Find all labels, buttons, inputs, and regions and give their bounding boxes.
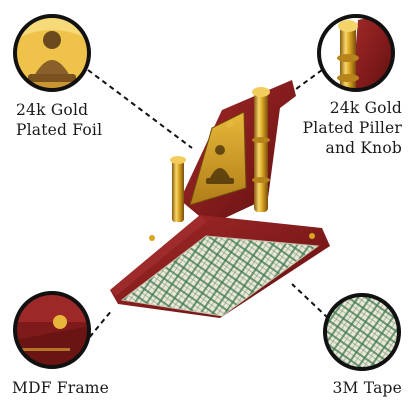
leader-line-piller	[269, 69, 323, 109]
tape-closeup-ring	[323, 293, 401, 371]
label-gold-piller-line1: 24k Gold	[329, 99, 402, 117]
knob-closeup-icon	[338, 20, 358, 32]
piller-closeup	[317, 14, 395, 92]
car-stand-product: ॐ	[110, 80, 330, 318]
right-pillar-knob	[252, 87, 270, 97]
label-gold-foil: 24k Gold Plated Foil	[16, 100, 102, 140]
label-gold-piller-line2: Plated Piller	[302, 119, 402, 137]
right-gold-pillar	[254, 92, 268, 212]
left-pillar-knob	[170, 156, 186, 164]
label-3m-tape-line1: 3M Tape	[332, 379, 402, 397]
figure-head-icon	[43, 31, 61, 49]
leader-line-mdf	[83, 309, 113, 345]
label-gold-foil-line1: 24k Gold	[16, 101, 89, 119]
om-symbol-icon: ॐ	[226, 120, 234, 131]
gold-foil-plate	[189, 111, 247, 206]
label-mdf-frame: MDF Frame	[12, 378, 109, 398]
3m-tape-surface	[120, 235, 320, 317]
foil-closeup-ring	[13, 14, 91, 92]
mdf-closeup	[13, 291, 91, 369]
leader-lines	[83, 69, 329, 345]
left-gold-pillar	[172, 160, 184, 222]
label-gold-piller: 24k Gold Plated Piller and Knob	[303, 98, 402, 158]
label-3m-tape: 3M Tape	[332, 378, 402, 398]
mdf-knob-icon	[53, 315, 67, 329]
mdf-closeup-ring	[13, 291, 91, 369]
leader-line-tape	[291, 283, 329, 319]
piller-closeup-ring	[317, 14, 395, 92]
label-gold-piller-line3: and Knob	[325, 139, 402, 157]
foil-figure	[206, 145, 234, 184]
tape-closeup	[323, 293, 401, 371]
foil-closeup	[13, 14, 91, 92]
label-gold-foil-line2: Plated Foil	[16, 121, 103, 139]
leader-line-foil	[87, 69, 193, 149]
label-mdf-frame-line1: MDF Frame	[12, 379, 110, 397]
